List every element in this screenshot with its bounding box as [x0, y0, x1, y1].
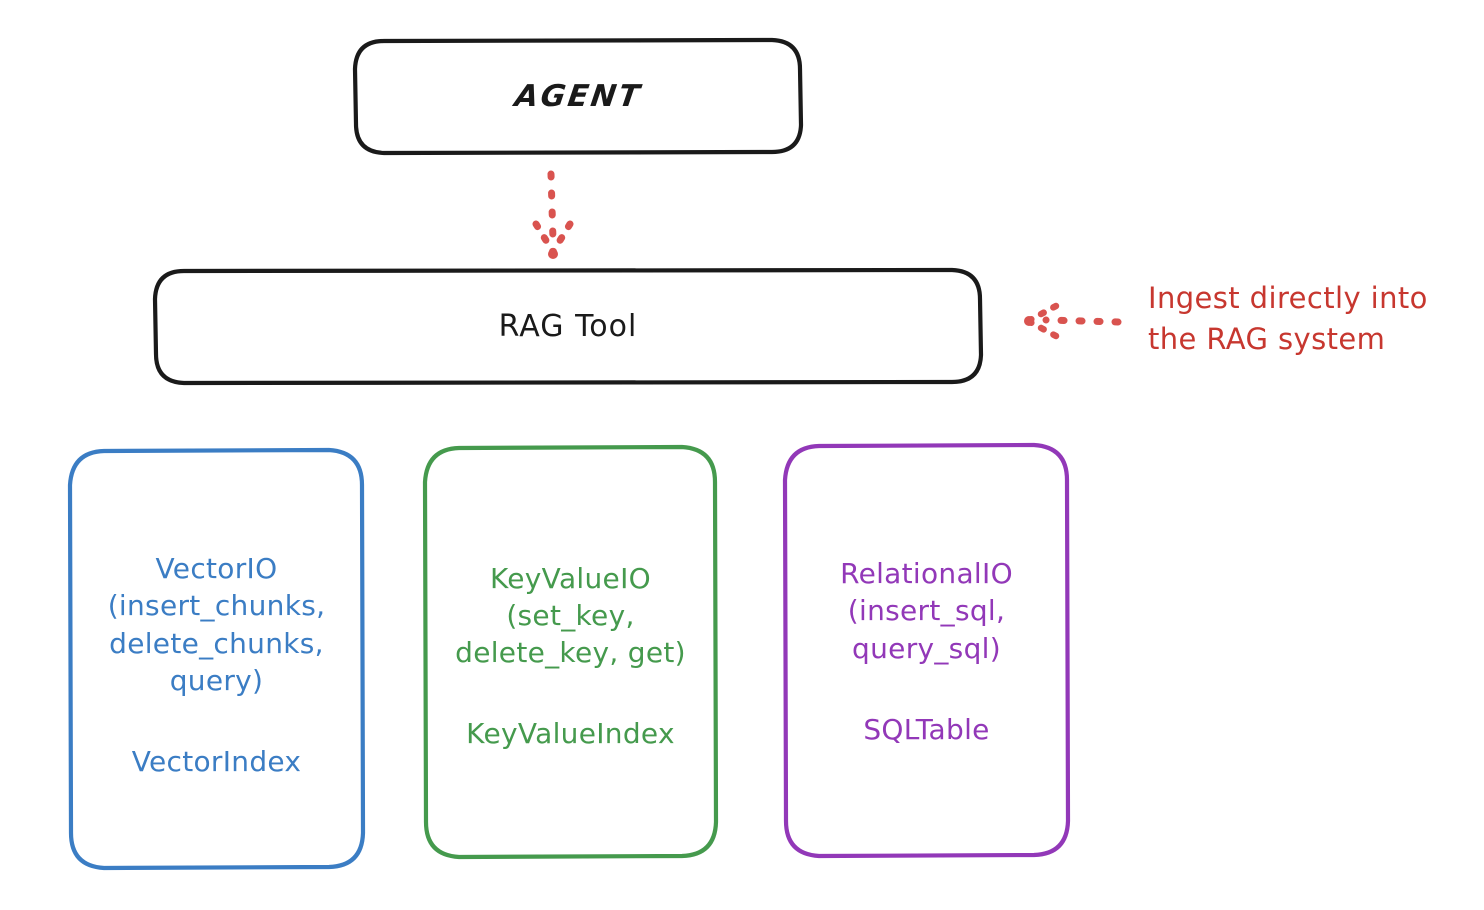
key-value-io-index-label: KeyValueIndex	[466, 717, 675, 751]
node-agent[interactable]: AGENT	[355, 40, 801, 154]
annotation-ingest-directly: Ingest directly into the RAG system	[1148, 281, 1428, 357]
relational-io-api-label: RelationalIO (insert_sql, query_sql)	[840, 557, 1013, 665]
agent-box-outline	[352, 37, 804, 156]
key-value-io-content: KeyValueIO (set_key, delete_key, get) Ke…	[455, 560, 686, 751]
node-rag-tool-label: RAG Tool	[498, 308, 638, 344]
node-rag-tool[interactable]: RAG Tool	[155, 270, 981, 384]
vector-io-content: VectorIO (insert_chunks, delete_chunks, …	[108, 550, 326, 778]
relational-io-content: RelationalIO (insert_sql, query_sql) SQL…	[840, 555, 1013, 746]
vector-io-api-label: VectorIO (insert_chunks, delete_chunks, …	[107, 552, 326, 697]
connector-agent-to-rag-tool	[532, 170, 574, 259]
node-relational-io[interactable]: RelationalIO (insert_sql, query_sql) SQL…	[785, 445, 1068, 856]
relational-io-box-outline	[782, 442, 1071, 859]
vector-io-box-outline	[67, 447, 366, 871]
relational-io-index-label: SQLTable	[863, 712, 990, 746]
connector-ingest-to-rag-tool	[1024, 302, 1122, 340]
key-value-io-box-outline	[422, 444, 719, 860]
node-agent-label: AGENT	[512, 78, 644, 114]
node-vector-io[interactable]: VectorIO (insert_chunks, delete_chunks, …	[70, 450, 363, 868]
rag-tool-box-outline	[152, 267, 984, 386]
key-value-io-api-label: KeyValueIO (set_key, delete_key, get)	[455, 561, 686, 670]
node-key-value-io[interactable]: KeyValueIO (set_key, delete_key, get) Ke…	[425, 447, 716, 857]
vector-io-index-label: VectorIndex	[131, 744, 302, 778]
